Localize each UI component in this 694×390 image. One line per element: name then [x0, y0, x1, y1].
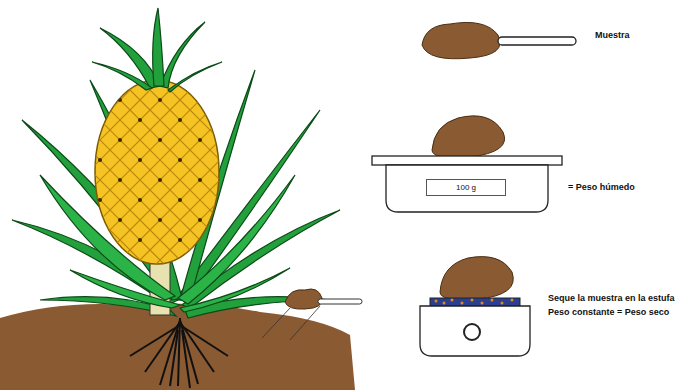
roots [130, 318, 228, 388]
drying-instruction: Seque la muestra en la estufa [548, 293, 675, 304]
sample-label: Muestra [595, 30, 630, 41]
drying-scale [420, 257, 530, 356]
leaves [12, 70, 340, 318]
display-reading: 100 g [456, 183, 476, 192]
wet-weight-label: = Peso húmedo [568, 182, 635, 193]
crown [92, 8, 222, 92]
scale-display: 100 g [426, 179, 506, 196]
scale [372, 116, 562, 212]
sample-scoop [422, 22, 576, 58]
dry-weight-label: Peso constante = Peso seco [548, 307, 669, 318]
sample-scoop [262, 289, 362, 340]
soil [0, 304, 355, 390]
